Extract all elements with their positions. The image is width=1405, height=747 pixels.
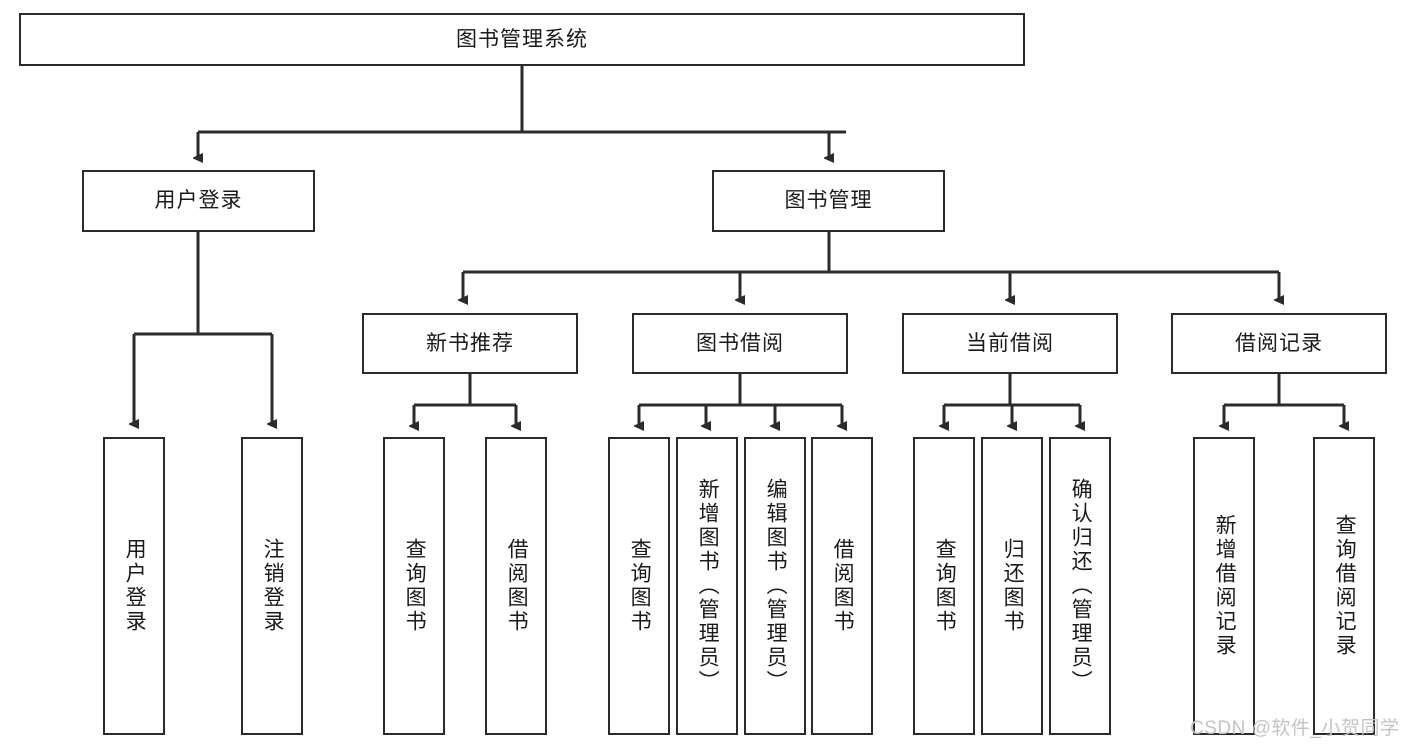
leaf-book-borrow-edit-book-admin[interactable]: 编辑图书（管理员） <box>744 437 806 735</box>
node-book-borrow[interactable]: 图书借阅 <box>632 313 848 374</box>
leaf-new-book-query-book[interactable]: 查询图书 <box>383 437 445 735</box>
node-label: 借阅图书 <box>831 538 855 634</box>
node-label: 当前借阅 <box>966 331 1054 355</box>
leaf-book-borrow-borrow-book[interactable]: 借阅图书 <box>811 437 873 735</box>
node-new-book-recommend[interactable]: 新书推荐 <box>362 313 578 374</box>
leaf-user-login-logout[interactable]: 注销登录 <box>241 437 303 735</box>
leaf-book-borrow-add-book-admin[interactable]: 新增图书（管理员） <box>676 437 738 735</box>
csdn-watermark: CSDN @软件_小贺同学 <box>1190 718 1400 739</box>
node-label: 图书管理 <box>784 189 873 213</box>
node-root-book-management-system[interactable]: 图书管理系统 <box>19 13 1025 66</box>
node-label: 注销登录 <box>261 538 285 634</box>
node-label: 用户登录 <box>123 538 147 634</box>
node-label: 用户登录 <box>154 189 243 213</box>
leaf-borrow-record-add-record[interactable]: 新增借阅记录 <box>1193 437 1255 735</box>
node-book-management[interactable]: 图书管理 <box>712 170 945 232</box>
node-borrow-record[interactable]: 借阅记录 <box>1171 313 1387 374</box>
leaf-user-login-login[interactable]: 用户登录 <box>103 437 165 735</box>
leaf-borrow-record-query-record[interactable]: 查询借阅记录 <box>1313 437 1375 735</box>
node-label: 查询图书 <box>933 538 957 634</box>
leaf-current-borrow-confirm-return-admin[interactable]: 确认归还（管理员） <box>1049 437 1111 735</box>
node-label: 新增图书（管理员） <box>696 478 720 694</box>
node-label: 新书推荐 <box>426 331 514 355</box>
node-label: 查询图书 <box>628 538 652 634</box>
node-label: 图书借阅 <box>696 331 784 355</box>
leaf-new-book-borrow-book[interactable]: 借阅图书 <box>485 437 547 735</box>
node-label: 确认归还（管理员） <box>1069 478 1093 694</box>
leaf-current-borrow-return-book[interactable]: 归还图书 <box>981 437 1043 735</box>
leaf-book-borrow-query-book[interactable]: 查询图书 <box>608 437 670 735</box>
node-label: 借阅图书 <box>505 538 529 634</box>
node-label: 查询借阅记录 <box>1333 514 1357 658</box>
node-user-login[interactable]: 用户登录 <box>82 170 315 232</box>
node-label: 借阅记录 <box>1235 331 1323 355</box>
node-label: 查询图书 <box>403 538 427 634</box>
node-label: 归还图书 <box>1001 538 1025 634</box>
node-label: 图书管理系统 <box>456 27 588 51</box>
node-current-borrow[interactable]: 当前借阅 <box>902 313 1118 374</box>
node-label: 新增借阅记录 <box>1213 514 1237 658</box>
node-label: 编辑图书（管理员） <box>764 478 788 694</box>
leaf-current-borrow-query-book[interactable]: 查询图书 <box>913 437 975 735</box>
